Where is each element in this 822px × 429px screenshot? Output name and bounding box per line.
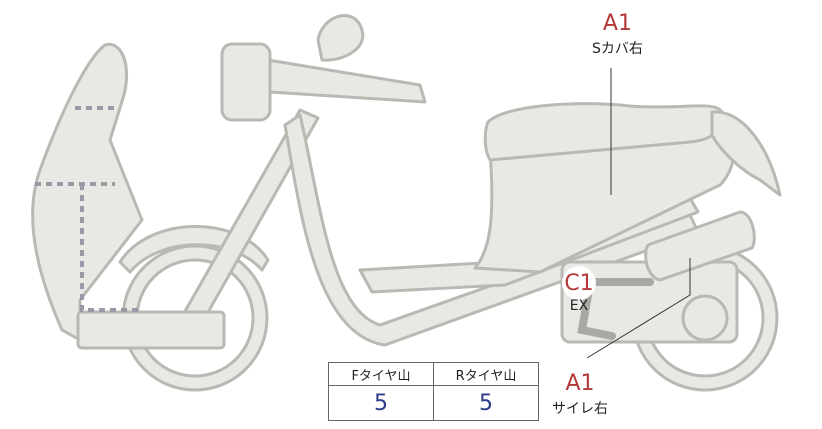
front-tread-value: 5: [328, 385, 434, 421]
marker-exhaust[interactable]: C1 EX: [562, 266, 596, 314]
tire-tread-table: Fタイヤ山 Rタイヤ山 5 5: [328, 362, 539, 421]
muffler: [644, 210, 756, 282]
rear-tread-header: Rタイヤ山: [433, 362, 539, 386]
marker-code: C1: [562, 266, 596, 300]
marker-label: サイレ右: [552, 401, 608, 417]
panel-seam-3: [80, 184, 142, 312]
marker-side-cover[interactable]: A1 Sカバ右: [592, 6, 643, 58]
marker-label: Sカバ右: [592, 41, 643, 57]
marker-muffler[interactable]: A1 サイレ右: [552, 366, 608, 418]
headlight: [220, 42, 272, 122]
front-tread-header: Fタイヤ山: [328, 362, 434, 386]
handlebar-stem: [266, 58, 427, 104]
tail-cowl: [710, 110, 782, 197]
mirror: [316, 14, 365, 62]
leader-exhaust-muffler: [586, 258, 691, 359]
frame-tube: [283, 113, 700, 347]
front-lower-cowl: [76, 310, 226, 350]
marker-code: A1: [600, 6, 635, 40]
seat: [483, 102, 725, 162]
marker-label: EX: [569, 298, 589, 314]
engine-hub: [681, 294, 729, 342]
leg-shield: [31, 42, 144, 342]
rear-tread-value: 5: [433, 385, 539, 421]
marker-code: A1: [563, 366, 597, 400]
